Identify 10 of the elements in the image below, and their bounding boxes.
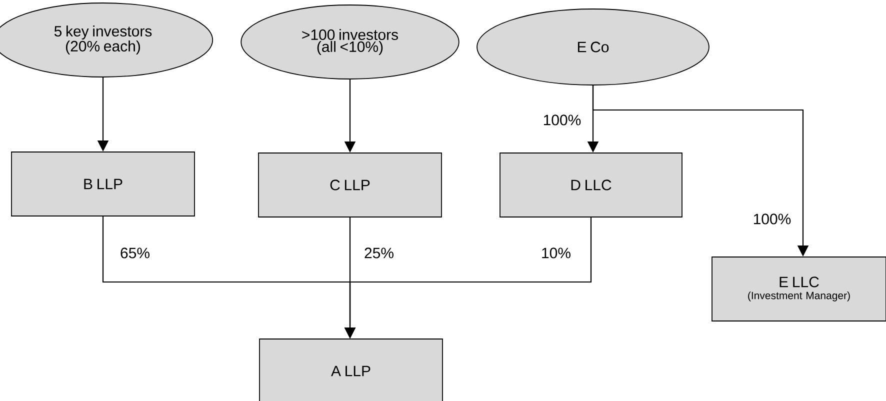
entity-box: D LLC: [500, 152, 682, 218]
edge-label: 100%: [754, 214, 791, 224]
entity-box: A LLP: [259, 338, 443, 401]
entity-box: C LLP: [258, 152, 442, 218]
edge-label: 100%: [544, 114, 581, 126]
entity-box: B LLP: [11, 152, 195, 216]
edge-label: 65%: [120, 248, 150, 258]
edge-label: 10%: [542, 248, 570, 258]
edge-label: 25%: [364, 248, 394, 258]
entity-box: E LLC (Investment Manager): [712, 256, 886, 322]
